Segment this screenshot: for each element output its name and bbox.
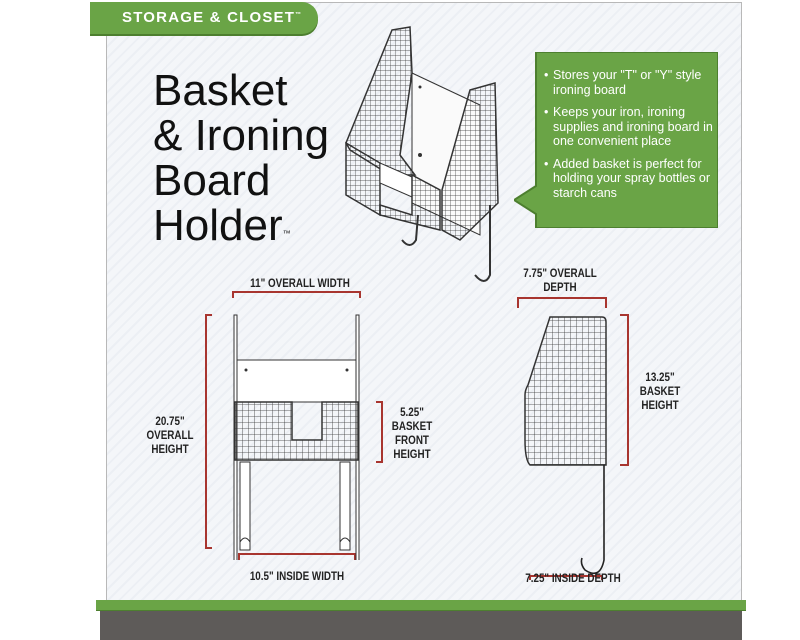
feature-item: Keeps your iron, ironing supplies and ir… — [544, 105, 714, 149]
front-view-drawing — [205, 291, 383, 560]
basket-height-label: 13.25" BASKET HEIGHT — [639, 370, 681, 412]
feature-item: Added basket is perfect for holding your… — [544, 157, 714, 201]
side-view-drawing — [517, 297, 629, 580]
title-line: & Ironing — [153, 111, 330, 160]
shelf-base — [100, 611, 742, 640]
feature-item: Stores your "T" or "Y" style ironing boa… — [544, 68, 714, 97]
overall-width-label: 11" OVERALL WIDTH — [250, 276, 350, 290]
basket-front-height-label: 5.25" BASKET FRONT HEIGHT — [391, 405, 433, 461]
overall-height-label: 20.75" OVERALL HEIGHT — [146, 414, 194, 456]
title-line: Board — [153, 156, 271, 205]
inside-width-label: 10.5" INSIDE WIDTH — [249, 569, 345, 583]
shelf-green-bar — [96, 600, 746, 611]
product-illustration — [345, 26, 499, 282]
overall-depth-label: 7.75" OVERALL DEPTH — [523, 266, 597, 294]
category-badge-label: STORAGE & CLOSET™ — [122, 9, 303, 26]
features-callout: Stores your "T" or "Y" style ironing boa… — [514, 52, 718, 228]
inside-depth-label: 7.25" INSIDE DEPTH — [525, 571, 621, 585]
category-badge: STORAGE & CLOSET™ — [90, 2, 318, 34]
title-line: Holder™ — [153, 201, 291, 250]
product-title: Basket & Ironing Board Holder™ — [153, 68, 329, 248]
title-line: Basket — [153, 66, 288, 115]
features-list: Stores your "T" or "Y" style ironing boa… — [544, 68, 714, 208]
